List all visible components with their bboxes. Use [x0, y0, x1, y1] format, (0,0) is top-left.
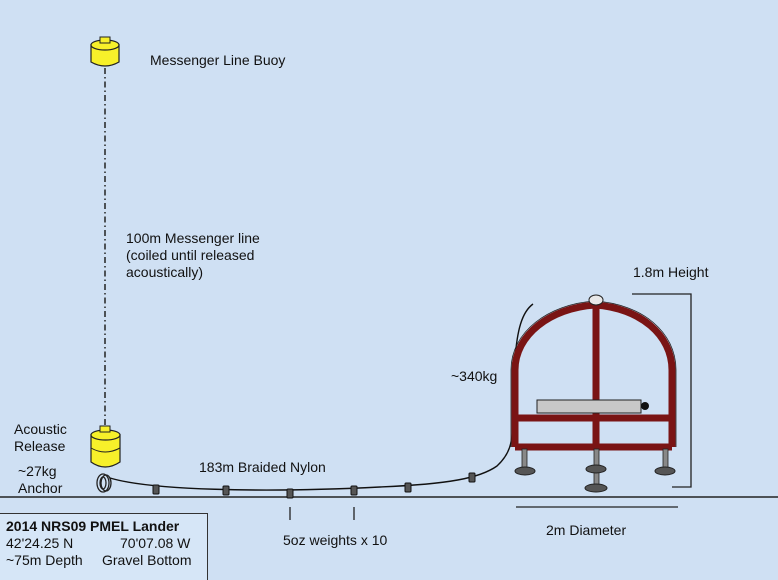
beacon-icon: [588, 294, 604, 306]
foot: [654, 466, 676, 476]
foot: [514, 466, 536, 476]
anchor-icon: [96, 473, 112, 493]
weight: [222, 485, 230, 496]
weight: [286, 488, 294, 499]
braided-nylon-label: 183m Braided Nylon: [199, 459, 326, 475]
messenger-buoy-label: Messenger Line Buoy: [150, 52, 286, 68]
lander-mass-label: ~340kg: [451, 368, 498, 384]
foot: [584, 483, 608, 493]
acoustic-release-icon: [90, 425, 121, 468]
info-bottom: Gravel Bottom: [102, 552, 192, 568]
messenger-line-label: 100m Messenger line (coiled until releas…: [126, 230, 260, 280]
diameter-label: 2m Diameter: [546, 522, 627, 538]
deployment-info-box: 2014 NRS09 PMEL Lander 42'24.25 N 70'07.…: [0, 513, 208, 580]
messenger-buoy-icon: [90, 36, 120, 67]
weight: [404, 482, 412, 493]
lander-feet: [514, 448, 676, 493]
weights-group: [152, 472, 476, 499]
info-depth: ~75m Depth: [6, 552, 83, 568]
weight: [350, 485, 358, 496]
weight: [468, 472, 476, 483]
weight: [152, 484, 160, 495]
info-longitude: 70'07.08 W: [120, 535, 191, 551]
lander-frame: [511, 301, 676, 451]
height-bracket: [632, 293, 692, 488]
info-latitude: 42'24.25 N: [6, 535, 74, 551]
acoustic-release-label: Acoustic Release: [14, 421, 67, 454]
anchor-label: ~27kg Anchor: [18, 463, 63, 496]
weights-label: 5oz weights x 10: [283, 532, 388, 548]
foot: [585, 464, 607, 474]
height-label: 1.8m Height: [633, 264, 709, 280]
info-title: 2014 NRS09 PMEL Lander: [6, 518, 180, 534]
instrument-icon: [536, 399, 649, 414]
